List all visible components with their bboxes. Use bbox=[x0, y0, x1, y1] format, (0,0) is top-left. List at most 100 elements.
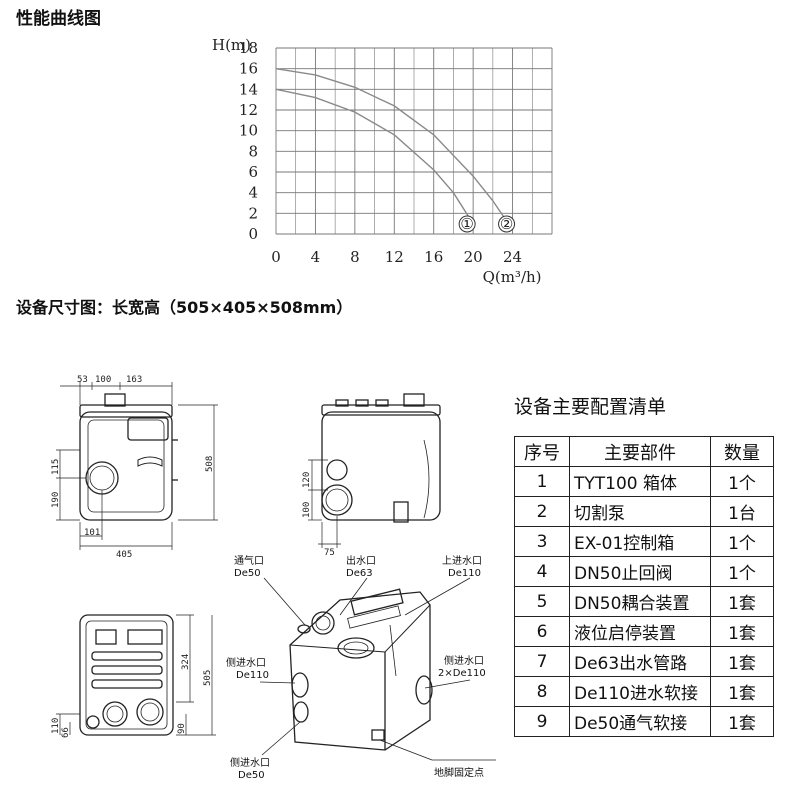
row-index: 2 bbox=[514, 496, 570, 527]
side-dim-120: 120 bbox=[302, 472, 312, 488]
row-qty: 1个 bbox=[710, 466, 774, 497]
side-inlet-left-label: 侧进水口 bbox=[226, 656, 266, 669]
vent-label: 通气口 bbox=[234, 554, 264, 567]
front-dim-190: 190 bbox=[51, 492, 61, 508]
series-line-1 bbox=[275, 88, 474, 225]
y-tick-label: 2 bbox=[248, 204, 258, 222]
y-tick-label: 10 bbox=[239, 122, 258, 140]
top-inlet-label: 上进水口 bbox=[442, 555, 482, 567]
front-dim-100: 100 bbox=[95, 375, 111, 385]
side-inlet-right-size: 2×De110 bbox=[438, 668, 486, 679]
outlet-size: De63 bbox=[346, 568, 373, 579]
top-dim-90: 90 bbox=[177, 723, 187, 734]
anchor-label: 地脚固定点 bbox=[434, 766, 484, 779]
row-index: 9 bbox=[514, 706, 570, 737]
front-dim-53: 53 bbox=[77, 375, 88, 385]
y-tick-label: 12 bbox=[239, 101, 258, 119]
y-tick-label: 8 bbox=[248, 142, 258, 160]
row-part: De110进水软接 bbox=[569, 676, 711, 707]
row-qty: 1套 bbox=[710, 706, 774, 737]
isometric-drawing bbox=[289, 588, 433, 751]
row-qty: 1套 bbox=[710, 616, 774, 647]
row-part: 切割泵 bbox=[569, 496, 711, 527]
side-inlet-right-label: 侧进水口 bbox=[444, 654, 484, 667]
front-dim-405: 405 bbox=[116, 550, 132, 560]
x-tick-label: 4 bbox=[311, 248, 321, 266]
top-dim-324: 324 bbox=[181, 654, 191, 670]
series-marker-circle bbox=[458, 215, 476, 233]
front-dim-508: 508 bbox=[205, 456, 215, 472]
config-title: 设备主要配置清单 bbox=[514, 396, 667, 418]
row-qty: 1个 bbox=[710, 526, 774, 557]
row-part: De50通气软接 bbox=[569, 706, 711, 737]
series-marker-circle bbox=[498, 215, 516, 233]
y-tick-label: 4 bbox=[248, 184, 258, 202]
chart-grid bbox=[275, 47, 553, 235]
row-part: DN50耦合装置 bbox=[569, 586, 711, 617]
top-inlet-size: De110 bbox=[448, 568, 481, 579]
x-axis-label: Q(m³/h) bbox=[483, 268, 542, 286]
row-qty: 1台 bbox=[710, 496, 774, 527]
side-dim-75: 75 bbox=[324, 548, 335, 558]
dims-heading: 设备尺寸图：长宽高（505×405×508mm） bbox=[16, 298, 353, 317]
table-header-row: 序号 主要部件 数量 bbox=[514, 436, 774, 467]
vent-size: De50 bbox=[234, 568, 261, 579]
row-qty: 1套 bbox=[710, 586, 774, 617]
x-tick-label: 16 bbox=[424, 248, 443, 266]
top-view-drawing bbox=[56, 614, 216, 736]
row-part: De63出水管路 bbox=[569, 646, 711, 677]
x-tick-label: 12 bbox=[385, 248, 404, 266]
series-label: ② bbox=[500, 215, 513, 233]
row-part: 液位启停装置 bbox=[569, 616, 711, 647]
row-qty: 1个 bbox=[710, 556, 774, 587]
x-tick-label: 8 bbox=[350, 248, 360, 266]
row-qty: 1套 bbox=[710, 676, 774, 707]
y-tick-label: 16 bbox=[239, 60, 258, 78]
header-index: 序号 bbox=[514, 436, 570, 467]
side-inlet-bottom-size: De50 bbox=[238, 770, 265, 781]
side-view-drawing bbox=[308, 393, 441, 548]
front-dim-163: 163 bbox=[126, 375, 142, 385]
row-index: 1 bbox=[514, 466, 570, 497]
front-dim-101: 101 bbox=[84, 528, 100, 538]
row-index: 5 bbox=[514, 586, 570, 617]
dimension-drawings: 53 100 163 115 190 101 405 508 120 100 7… bbox=[51, 375, 496, 781]
row-index: 8 bbox=[514, 676, 570, 707]
side-inlet-left-size: De110 bbox=[236, 670, 269, 681]
row-index: 7 bbox=[514, 646, 570, 677]
row-index: 3 bbox=[514, 526, 570, 557]
top-dim-110: 110 bbox=[51, 718, 61, 734]
curve-heading: 性能曲线图 bbox=[16, 9, 101, 29]
row-qty: 1套 bbox=[710, 646, 774, 677]
series-line-2 bbox=[275, 68, 514, 231]
y-tick-label: 14 bbox=[239, 80, 258, 98]
y-tick-label: 18 bbox=[239, 39, 258, 57]
side-inlet-bottom-label: 侧进水口 bbox=[230, 756, 270, 769]
x-tick-label: 0 bbox=[271, 248, 281, 266]
y-axis-label: H(m) bbox=[212, 36, 251, 54]
row-part: DN50止回阀 bbox=[569, 556, 711, 587]
front-view-drawing bbox=[56, 382, 218, 550]
y-tick-label: 0 bbox=[248, 225, 258, 243]
y-tick-label: 6 bbox=[248, 163, 258, 181]
top-dim-505: 505 bbox=[203, 670, 213, 686]
front-dim-115: 115 bbox=[51, 459, 61, 475]
row-part: EX-01控制箱 bbox=[569, 526, 711, 557]
row-index: 4 bbox=[514, 556, 570, 587]
header-qty: 数量 bbox=[710, 436, 774, 467]
row-index: 6 bbox=[514, 616, 570, 647]
